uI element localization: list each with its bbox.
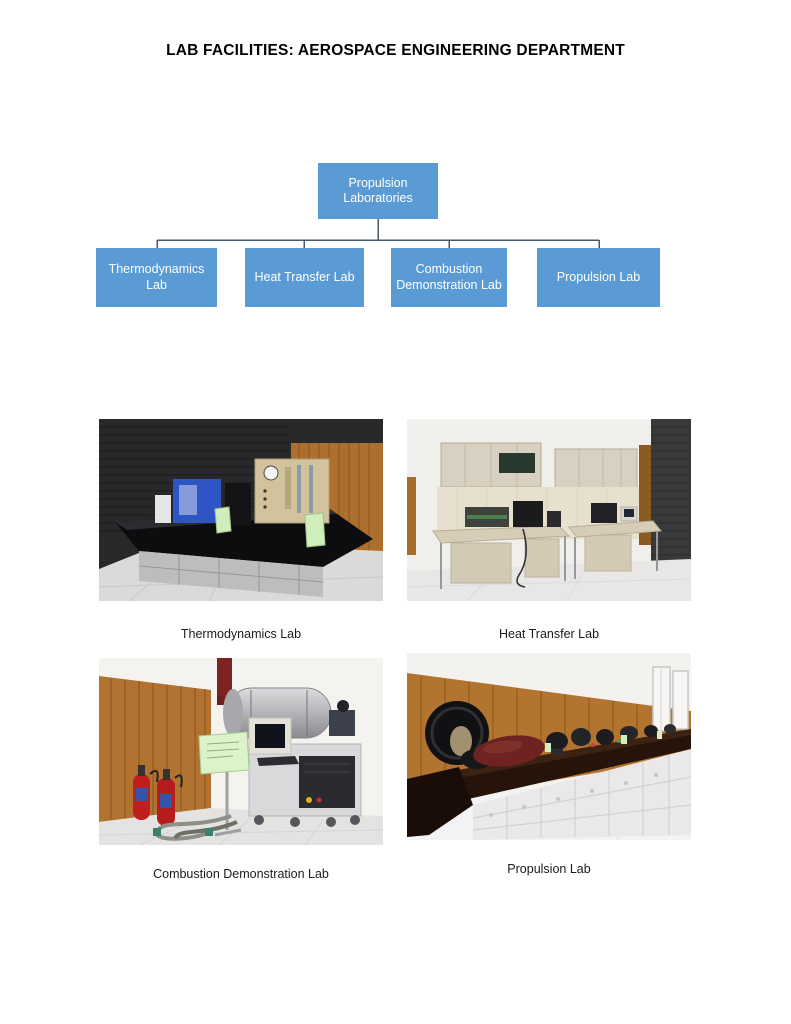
info-cards [214,506,326,548]
caption-thermodynamics-lab: Thermodynamics Lab [180,627,302,641]
wood-strip-left [407,477,416,555]
org-box-heat-transfer-lab: Heat Transfer Lab [245,248,364,307]
caption-combustion-demonstration-lab: Combustion Demonstration Lab [153,867,329,881]
engine-displays [425,701,676,769]
window-frames [652,666,689,732]
blue-apparatus [155,479,251,525]
wood-paneling [99,676,211,822]
counter-top [407,729,691,837]
heat-transfer-lab-photo [407,419,691,601]
org-box-propulsion-lab: Propulsion Lab [537,248,660,307]
wood-strip-right [639,445,651,545]
machine-unit [248,743,362,827]
white-cabinets [472,749,691,840]
caption-propulsion-lab: Propulsion Lab [507,862,591,876]
org-box-thermodynamics-lab: Thermodynamics Lab [96,248,217,307]
thermodynamics-lab-photo [99,419,383,601]
fire-extinguishers [133,765,183,826]
floor-hoses [153,814,238,841]
page-title: LAB FACILITIES: AEROSPACE ENGINEERING DE… [166,42,625,59]
bench-equipment [465,501,638,588]
instrument-panel [254,458,330,524]
caption-heat-transfer-lab: Heat Transfer Lab [498,627,600,641]
org-box-propulsion-laboratories: Propulsion Laboratories [318,163,438,219]
propulsion-lab-photo [407,653,691,840]
org-box-combustion-demonstration-lab: Combustion Demonstration Lab [391,248,507,307]
combustion-demonstration-lab-photo [99,658,383,845]
floor-tile-lines [99,817,383,845]
workbenches [432,520,662,589]
crt-monitor [248,717,299,766]
